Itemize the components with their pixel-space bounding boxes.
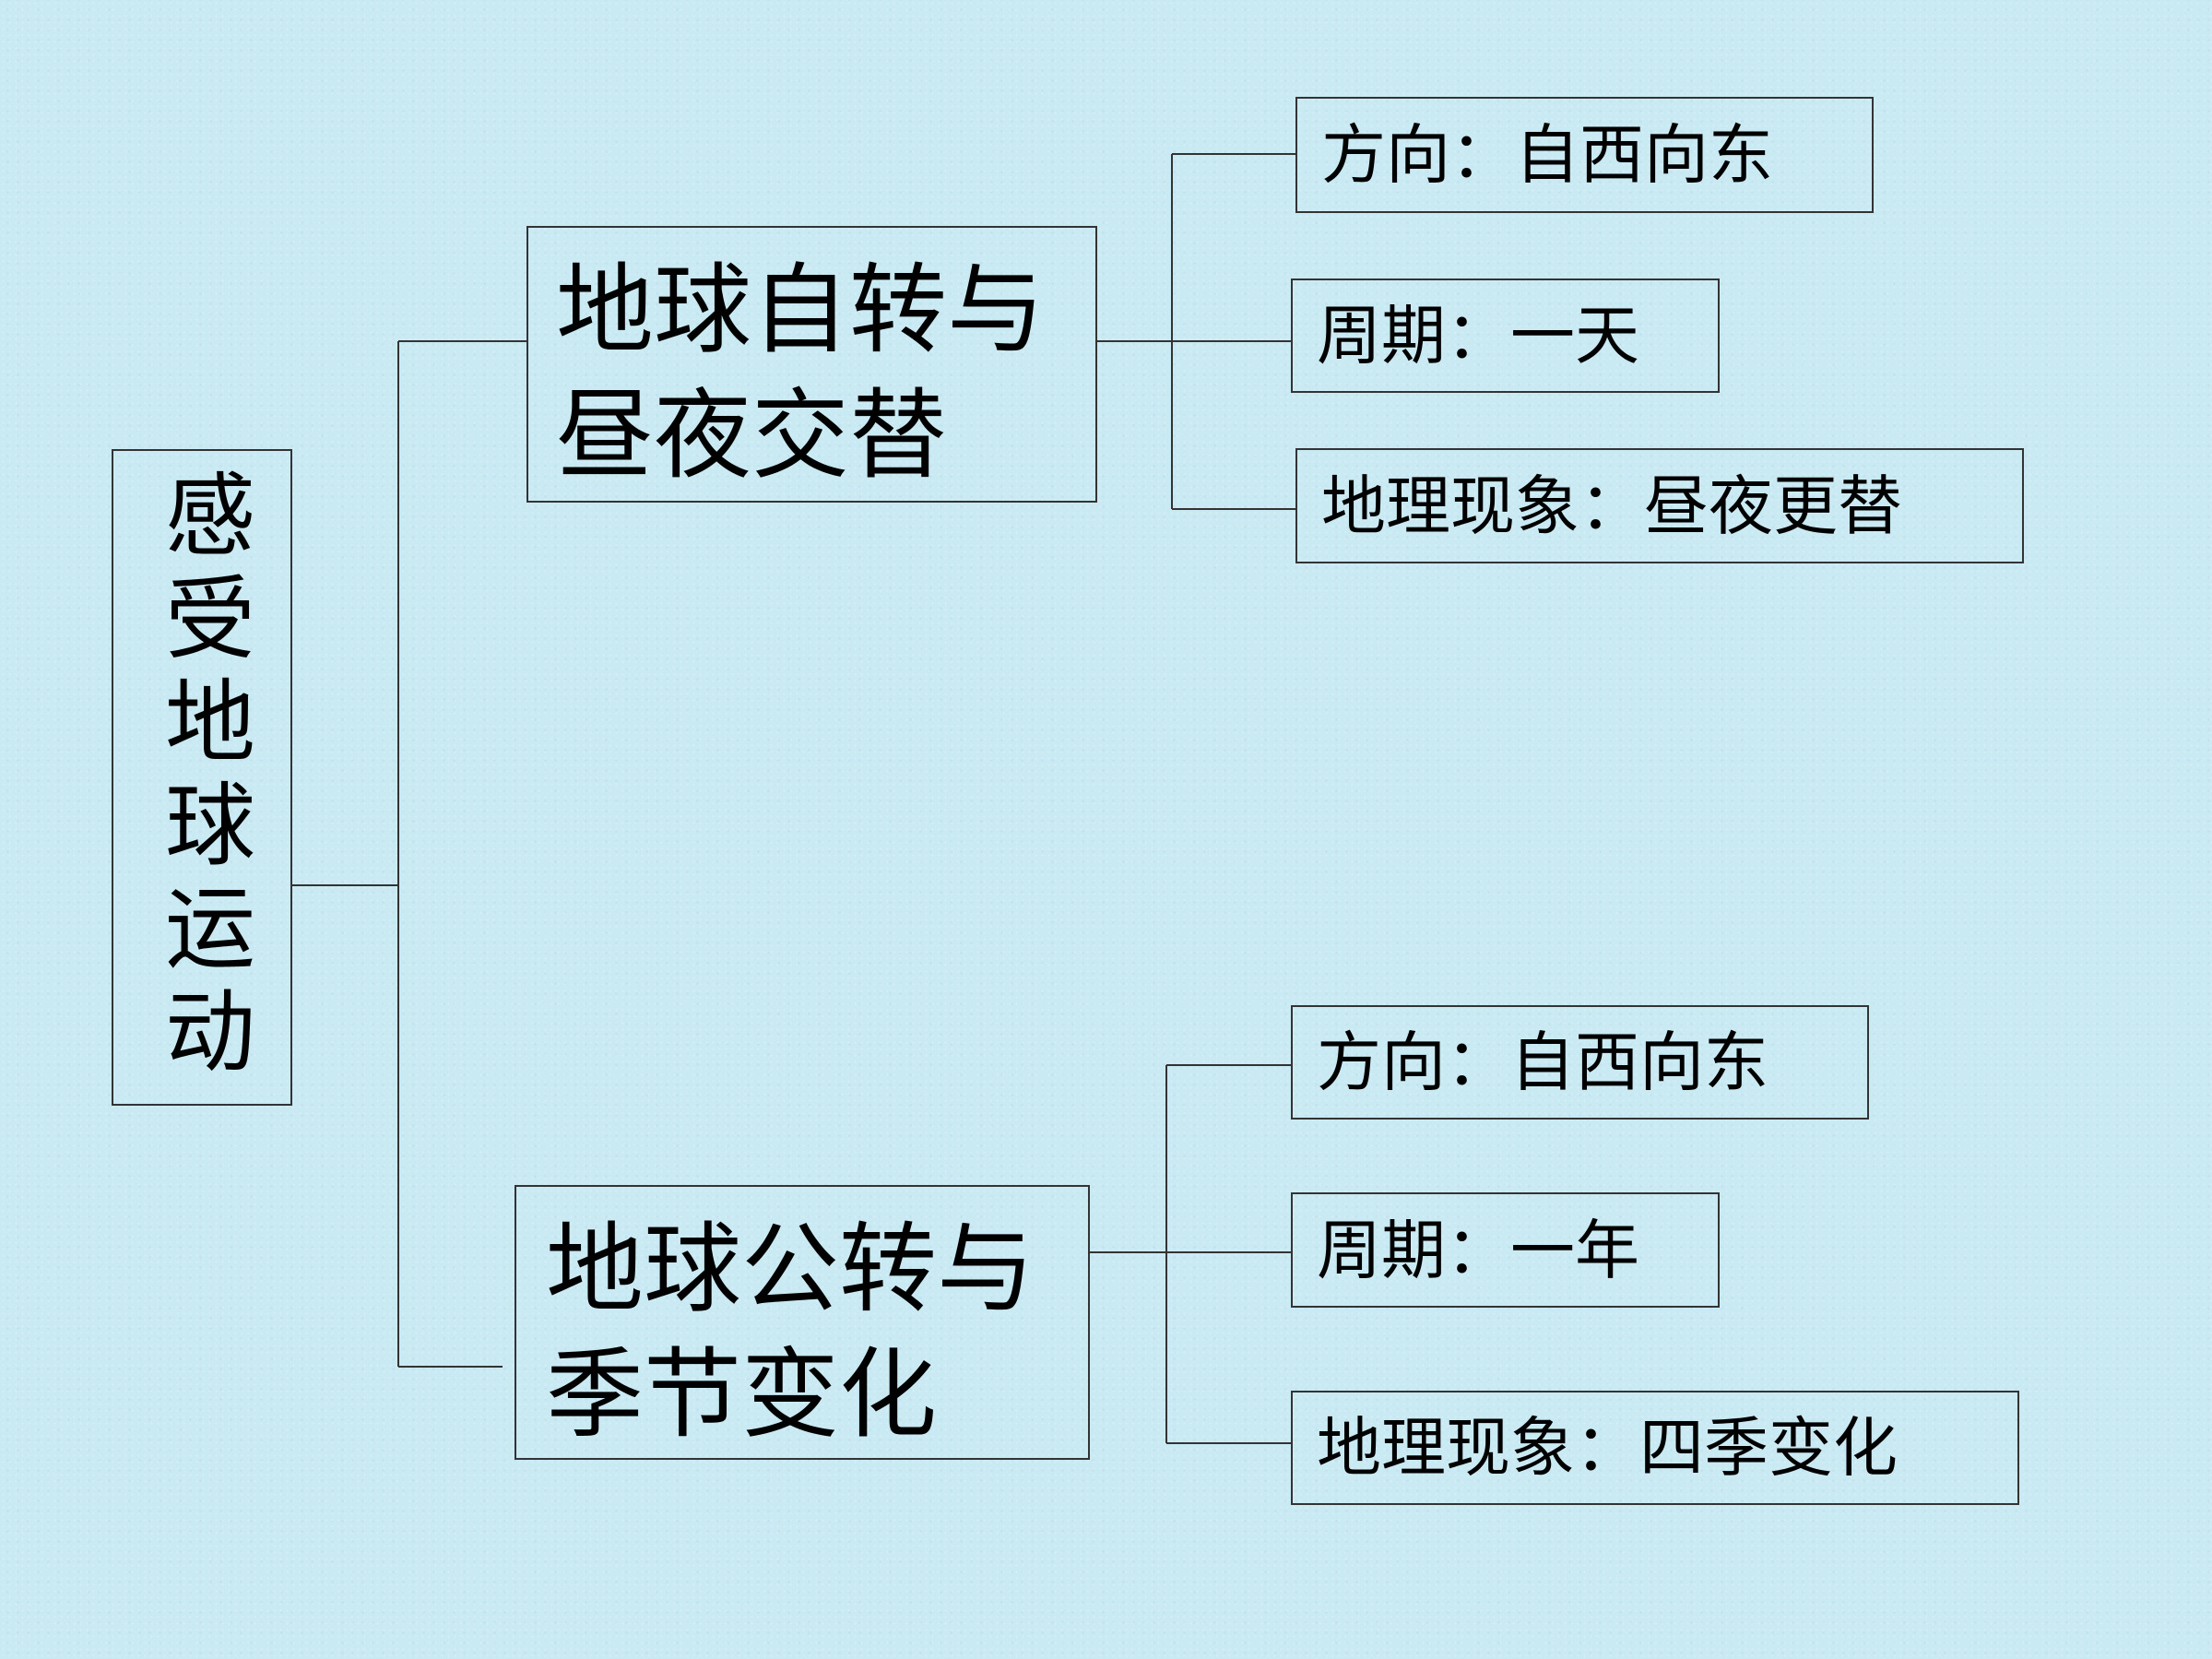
leaf-text: 方向：自西向东 <box>1321 117 1773 193</box>
leaf-text: 方向：自西向东 <box>1317 1025 1768 1100</box>
branch-revolution-line1: 地球公转与 <box>546 1213 1035 1326</box>
root-label: 感受地球运动 <box>149 468 254 1087</box>
leaf-revolution-period: 周期：一年 <box>1291 1192 1720 1308</box>
leaf-text: 地理现象：昼夜更替 <box>1321 468 1902 544</box>
leaf-revolution-direction: 方向：自西向东 <box>1291 1005 1869 1120</box>
leaf-text: 周期：一天 <box>1317 298 1639 373</box>
branch-node-revolution: 地球公转与 季节变化 <box>515 1185 1090 1460</box>
leaf-text: 周期：一年 <box>1317 1212 1639 1288</box>
leaf-text: 地理现象：四季变化 <box>1317 1410 1898 1486</box>
leaf-revolution-phenomenon: 地理现象：四季变化 <box>1291 1391 2019 1505</box>
branch-rotation-line2: 昼夜交替 <box>556 379 947 492</box>
branch-revolution-line2: 季节变化 <box>546 1338 937 1452</box>
leaf-rotation-period: 周期：一天 <box>1291 278 1720 393</box>
root-node: 感受地球运动 <box>112 449 292 1106</box>
branch-rotation-line1: 地球自转与 <box>556 254 1045 367</box>
branch-node-rotation: 地球自转与 昼夜交替 <box>526 226 1097 503</box>
leaf-rotation-direction: 方向：自西向东 <box>1295 97 1874 213</box>
leaf-rotation-phenomenon: 地理现象：昼夜更替 <box>1295 448 2024 563</box>
